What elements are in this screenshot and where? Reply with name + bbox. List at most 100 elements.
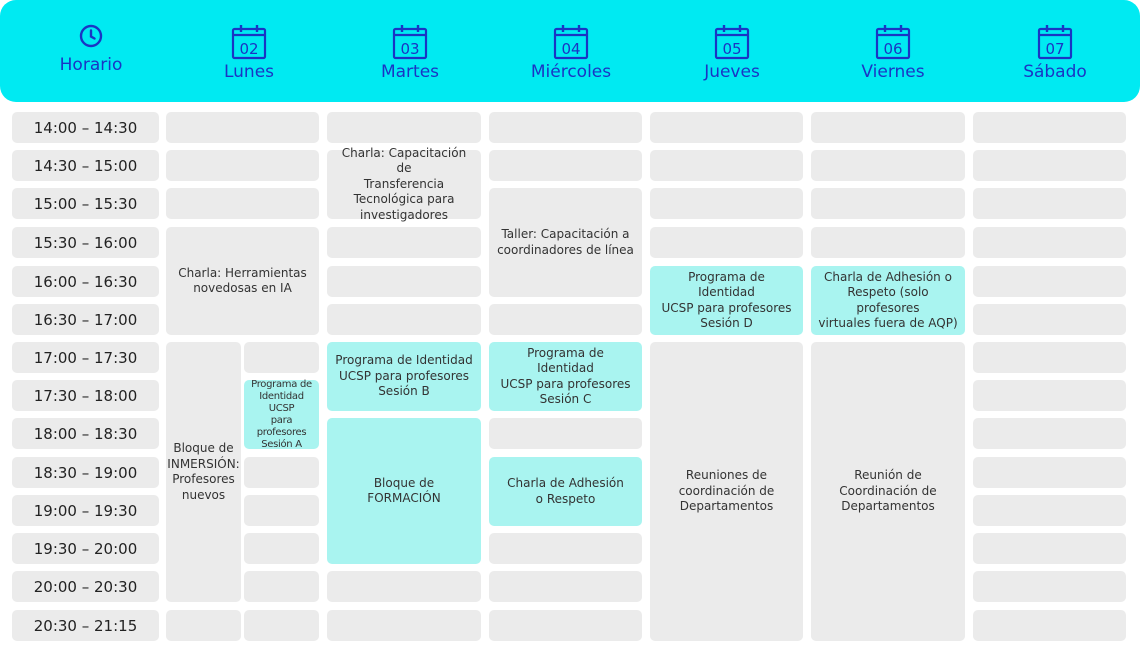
day-name: Martes	[380, 62, 440, 82]
header-day-viernes: 06 Viernes	[813, 0, 973, 102]
day-name: Sábado	[1023, 62, 1087, 82]
event-adhesion-respeto[interactable]: Charla de Adhesión o Respeto	[489, 457, 642, 526]
header-day-lunes: 02 Lunes	[169, 0, 329, 102]
event-label: Bloque de INMERSIÓN: Profesores nuevos	[167, 441, 240, 502]
event-label: Charla de Adhesión o Respeto (solo profe…	[818, 269, 958, 331]
empty-slot	[973, 495, 1126, 526]
header-day-jueves: 05 Jueves	[652, 0, 812, 102]
event-transferencia-tecnologica[interactable]: Charla: Capacitación de Transferencia Te…	[327, 146, 481, 222]
event-label: Programa de Identidad UCSP para profesor…	[661, 269, 792, 331]
event-label: Reuniones de coordinación de Departament…	[678, 468, 775, 514]
clock-icon	[11, 24, 171, 58]
event-label: Programa de Identidad UCSP para profesor…	[251, 378, 312, 450]
time-slot: 17:30 – 18:00	[12, 380, 159, 411]
schedule-header: Horario 02 Lunes 03 Martes	[0, 0, 1140, 102]
empty-slot	[973, 533, 1126, 564]
event-identidad-sesion-c[interactable]: Programa de Identidad UCSP para profesor…	[489, 342, 642, 411]
time-slot: 17:00 – 17:30	[12, 342, 159, 373]
event-taller-coordinadores[interactable]: Taller: Capacitación a coordinadores de …	[489, 188, 642, 297]
empty-slot	[489, 533, 642, 564]
event-identidad-sesion-d[interactable]: Programa de Identidad UCSP para profesor…	[650, 266, 803, 335]
time-slot: 20:30 – 21:15	[12, 610, 159, 641]
calendar-icon: 06	[813, 24, 973, 60]
day-number: 05	[722, 40, 741, 58]
empty-slot	[650, 188, 803, 219]
day-name: Miércoles	[530, 62, 612, 82]
empty-slot	[973, 304, 1126, 335]
empty-slot	[327, 571, 481, 602]
calendar-icon: 05	[652, 24, 812, 60]
day-number: 03	[400, 40, 419, 58]
day-name: Lunes	[223, 62, 275, 82]
day-number: 06	[883, 40, 902, 58]
empty-slot	[973, 610, 1126, 641]
event-identidad-sesion-b[interactable]: Programa de Identidad UCSP para profesor…	[327, 342, 481, 411]
header-time-label: Horario	[59, 55, 123, 75]
time-slot: 18:30 – 19:00	[12, 457, 159, 488]
empty-slot	[489, 571, 642, 602]
empty-slot	[244, 571, 319, 602]
empty-slot	[973, 266, 1126, 297]
empty-slot	[650, 112, 803, 143]
empty-slot	[489, 418, 642, 449]
event-reunion-coordinacion[interactable]: Reunión de Coordinación de Departamentos	[811, 342, 965, 641]
header-day-sabado: 07 Sábado	[975, 0, 1135, 102]
event-bloque-formacion[interactable]: Bloque de FORMACIÓN	[327, 418, 481, 564]
event-label: Bloque de FORMACIÓN	[367, 475, 441, 506]
event-adhesion-virtuales[interactable]: Charla de Adhesión o Respeto (solo profe…	[811, 266, 965, 335]
time-slot: 19:30 – 20:00	[12, 533, 159, 564]
empty-slot	[244, 457, 319, 488]
empty-slot	[973, 418, 1126, 449]
empty-slot	[811, 227, 965, 258]
event-identidad-sesion-a[interactable]: Programa de Identidad UCSP para profesor…	[244, 378, 319, 450]
event-label: Charla: Herramientas novedosas en IA	[178, 265, 307, 296]
time-slot: 19:00 – 19:30	[12, 495, 159, 526]
time-slot: 15:00 – 15:30	[12, 188, 159, 219]
empty-slot	[166, 610, 241, 641]
day-number: 02	[239, 40, 258, 58]
calendar-icon: 03	[330, 24, 490, 60]
calendar-icon: 02	[169, 24, 329, 60]
empty-slot	[489, 610, 642, 641]
empty-slot	[811, 188, 965, 219]
empty-slot	[650, 227, 803, 258]
empty-slot	[327, 304, 481, 335]
time-slot: 18:00 – 18:30	[12, 418, 159, 449]
event-reuniones-coordinacion[interactable]: Reuniones de coordinación de Departament…	[650, 342, 803, 641]
empty-slot	[244, 610, 319, 641]
header-day-martes: 03 Martes	[330, 0, 490, 102]
empty-slot	[166, 112, 319, 143]
calendar-icon: 07	[975, 24, 1135, 60]
time-slot: 15:30 – 16:00	[12, 227, 159, 258]
time-slot: 20:00 – 20:30	[12, 571, 159, 602]
empty-slot	[166, 188, 319, 219]
event-label: Charla: Capacitación de Transferencia Te…	[341, 145, 467, 222]
empty-slot	[973, 457, 1126, 488]
empty-slot	[973, 150, 1126, 181]
empty-slot	[244, 342, 319, 373]
empty-slot	[327, 112, 481, 143]
empty-slot	[973, 188, 1126, 219]
time-slot: 16:00 – 16:30	[12, 266, 159, 297]
event-label: Programa de Identidad UCSP para profesor…	[335, 353, 473, 399]
empty-slot	[973, 380, 1126, 411]
empty-slot	[244, 495, 319, 526]
event-herramientas-ia[interactable]: Charla: Herramientas novedosas en IA	[166, 227, 319, 335]
header-time-column: Horario	[11, 0, 171, 102]
empty-slot	[327, 266, 481, 297]
day-name: Jueves	[704, 62, 760, 82]
event-label: Taller: Capacitación a coordinadores de …	[497, 227, 634, 257]
day-name: Viernes	[861, 62, 925, 82]
event-label: Charla de Adhesión o Respeto	[507, 476, 624, 506]
event-bloque-inmersion[interactable]: Bloque de INMERSIÓN: Profesores nuevos	[166, 342, 241, 602]
empty-slot	[327, 227, 481, 258]
empty-slot	[244, 533, 319, 564]
empty-slot	[973, 112, 1126, 143]
day-number: 04	[561, 40, 580, 58]
empty-slot	[973, 342, 1126, 373]
empty-slot	[811, 112, 965, 143]
header-day-miercoles: 04 Miércoles	[491, 0, 651, 102]
day-number: 07	[1045, 40, 1064, 58]
time-slot: 14:00 – 14:30	[12, 112, 159, 143]
event-label: Reunión de Coordinación de Departamentos	[839, 468, 937, 514]
